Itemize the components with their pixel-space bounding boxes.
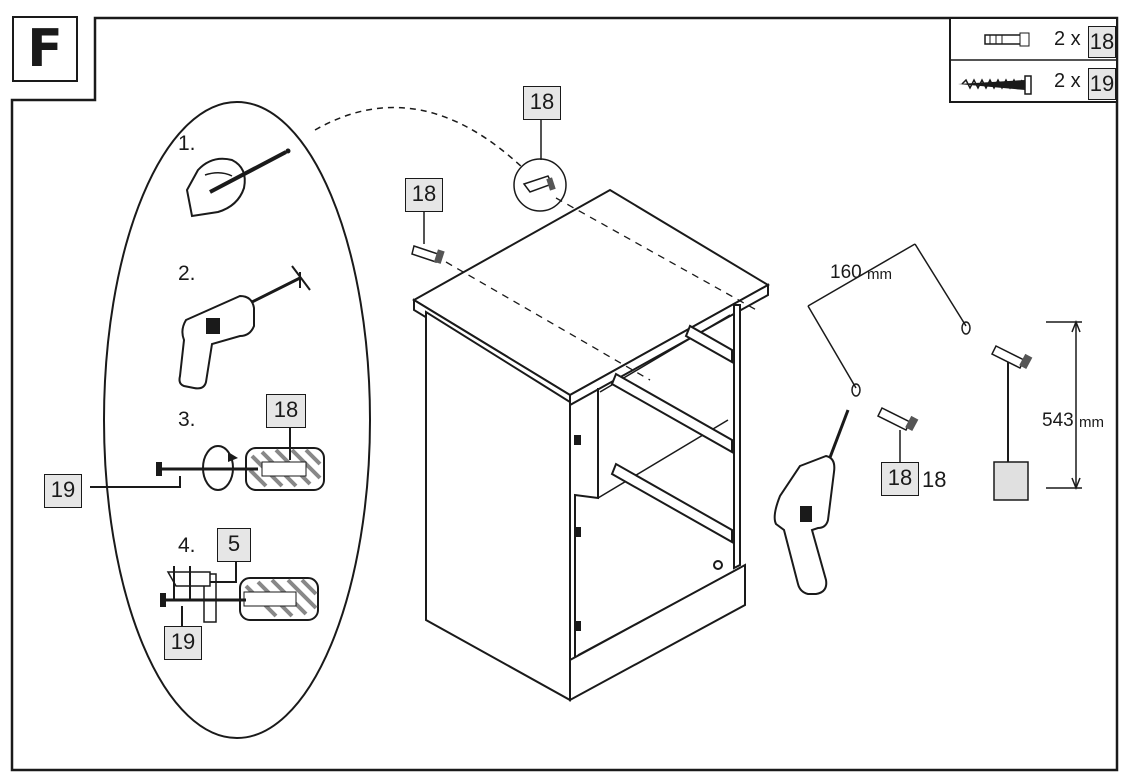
cabinet-plug-icon bbox=[411, 212, 445, 264]
legend-part-plug: 18 bbox=[1088, 26, 1116, 58]
step-2-label: 2. bbox=[178, 262, 196, 285]
part-tag-top-plug: 18 bbox=[523, 86, 561, 120]
detail-ellipse bbox=[103, 101, 371, 739]
screw-icon bbox=[958, 75, 1032, 95]
part-tag-wall-plug: 18 bbox=[881, 462, 919, 496]
screw-in-plug-icon bbox=[90, 428, 325, 491]
drill-icon bbox=[178, 265, 311, 390]
legend-qty-plug: 2 x bbox=[1054, 28, 1081, 50]
cabinet bbox=[412, 188, 770, 702]
wall-measurement bbox=[807, 243, 1082, 491]
part-tag-left-plug: 18 bbox=[405, 178, 443, 212]
part-tag-step3-screw: 19 bbox=[44, 474, 82, 508]
alignment-guides bbox=[445, 197, 761, 381]
part-tag-step3-plug: 18 bbox=[266, 394, 306, 428]
dimension-vertical-unit: mm bbox=[1079, 414, 1104, 431]
bracket-placeholder bbox=[993, 461, 1029, 501]
step-3-label: 3. bbox=[178, 408, 196, 431]
step-4-label: 4. bbox=[178, 534, 196, 557]
part-tag-step4-screw: 19 bbox=[164, 626, 202, 660]
part-number-wall-plug: 18 bbox=[922, 467, 947, 492]
legend-qty-screw: 2 x bbox=[1054, 70, 1081, 92]
dimension-horizontal-unit: mm bbox=[867, 266, 892, 283]
dimension-vertical-value: 543 bbox=[1042, 410, 1074, 431]
step-letter: F bbox=[12, 16, 78, 82]
step-1-label: 1. bbox=[178, 132, 196, 155]
part-tag-step4-bracket: 5 bbox=[217, 528, 251, 562]
wall-plug-left-icon bbox=[876, 406, 919, 462]
wall-plug-icon bbox=[984, 32, 1030, 47]
dimension-horizontal-value: 160 bbox=[830, 262, 862, 283]
bracket-fixing-icon bbox=[160, 560, 319, 626]
wall-plug-right-icon bbox=[990, 344, 1033, 501]
plug-detail-icon bbox=[522, 175, 556, 193]
legend-part-screw: 19 bbox=[1088, 68, 1116, 100]
callout-curve bbox=[314, 106, 526, 171]
wall-drill-icon bbox=[773, 409, 850, 595]
marking-hand-icon bbox=[185, 148, 291, 218]
